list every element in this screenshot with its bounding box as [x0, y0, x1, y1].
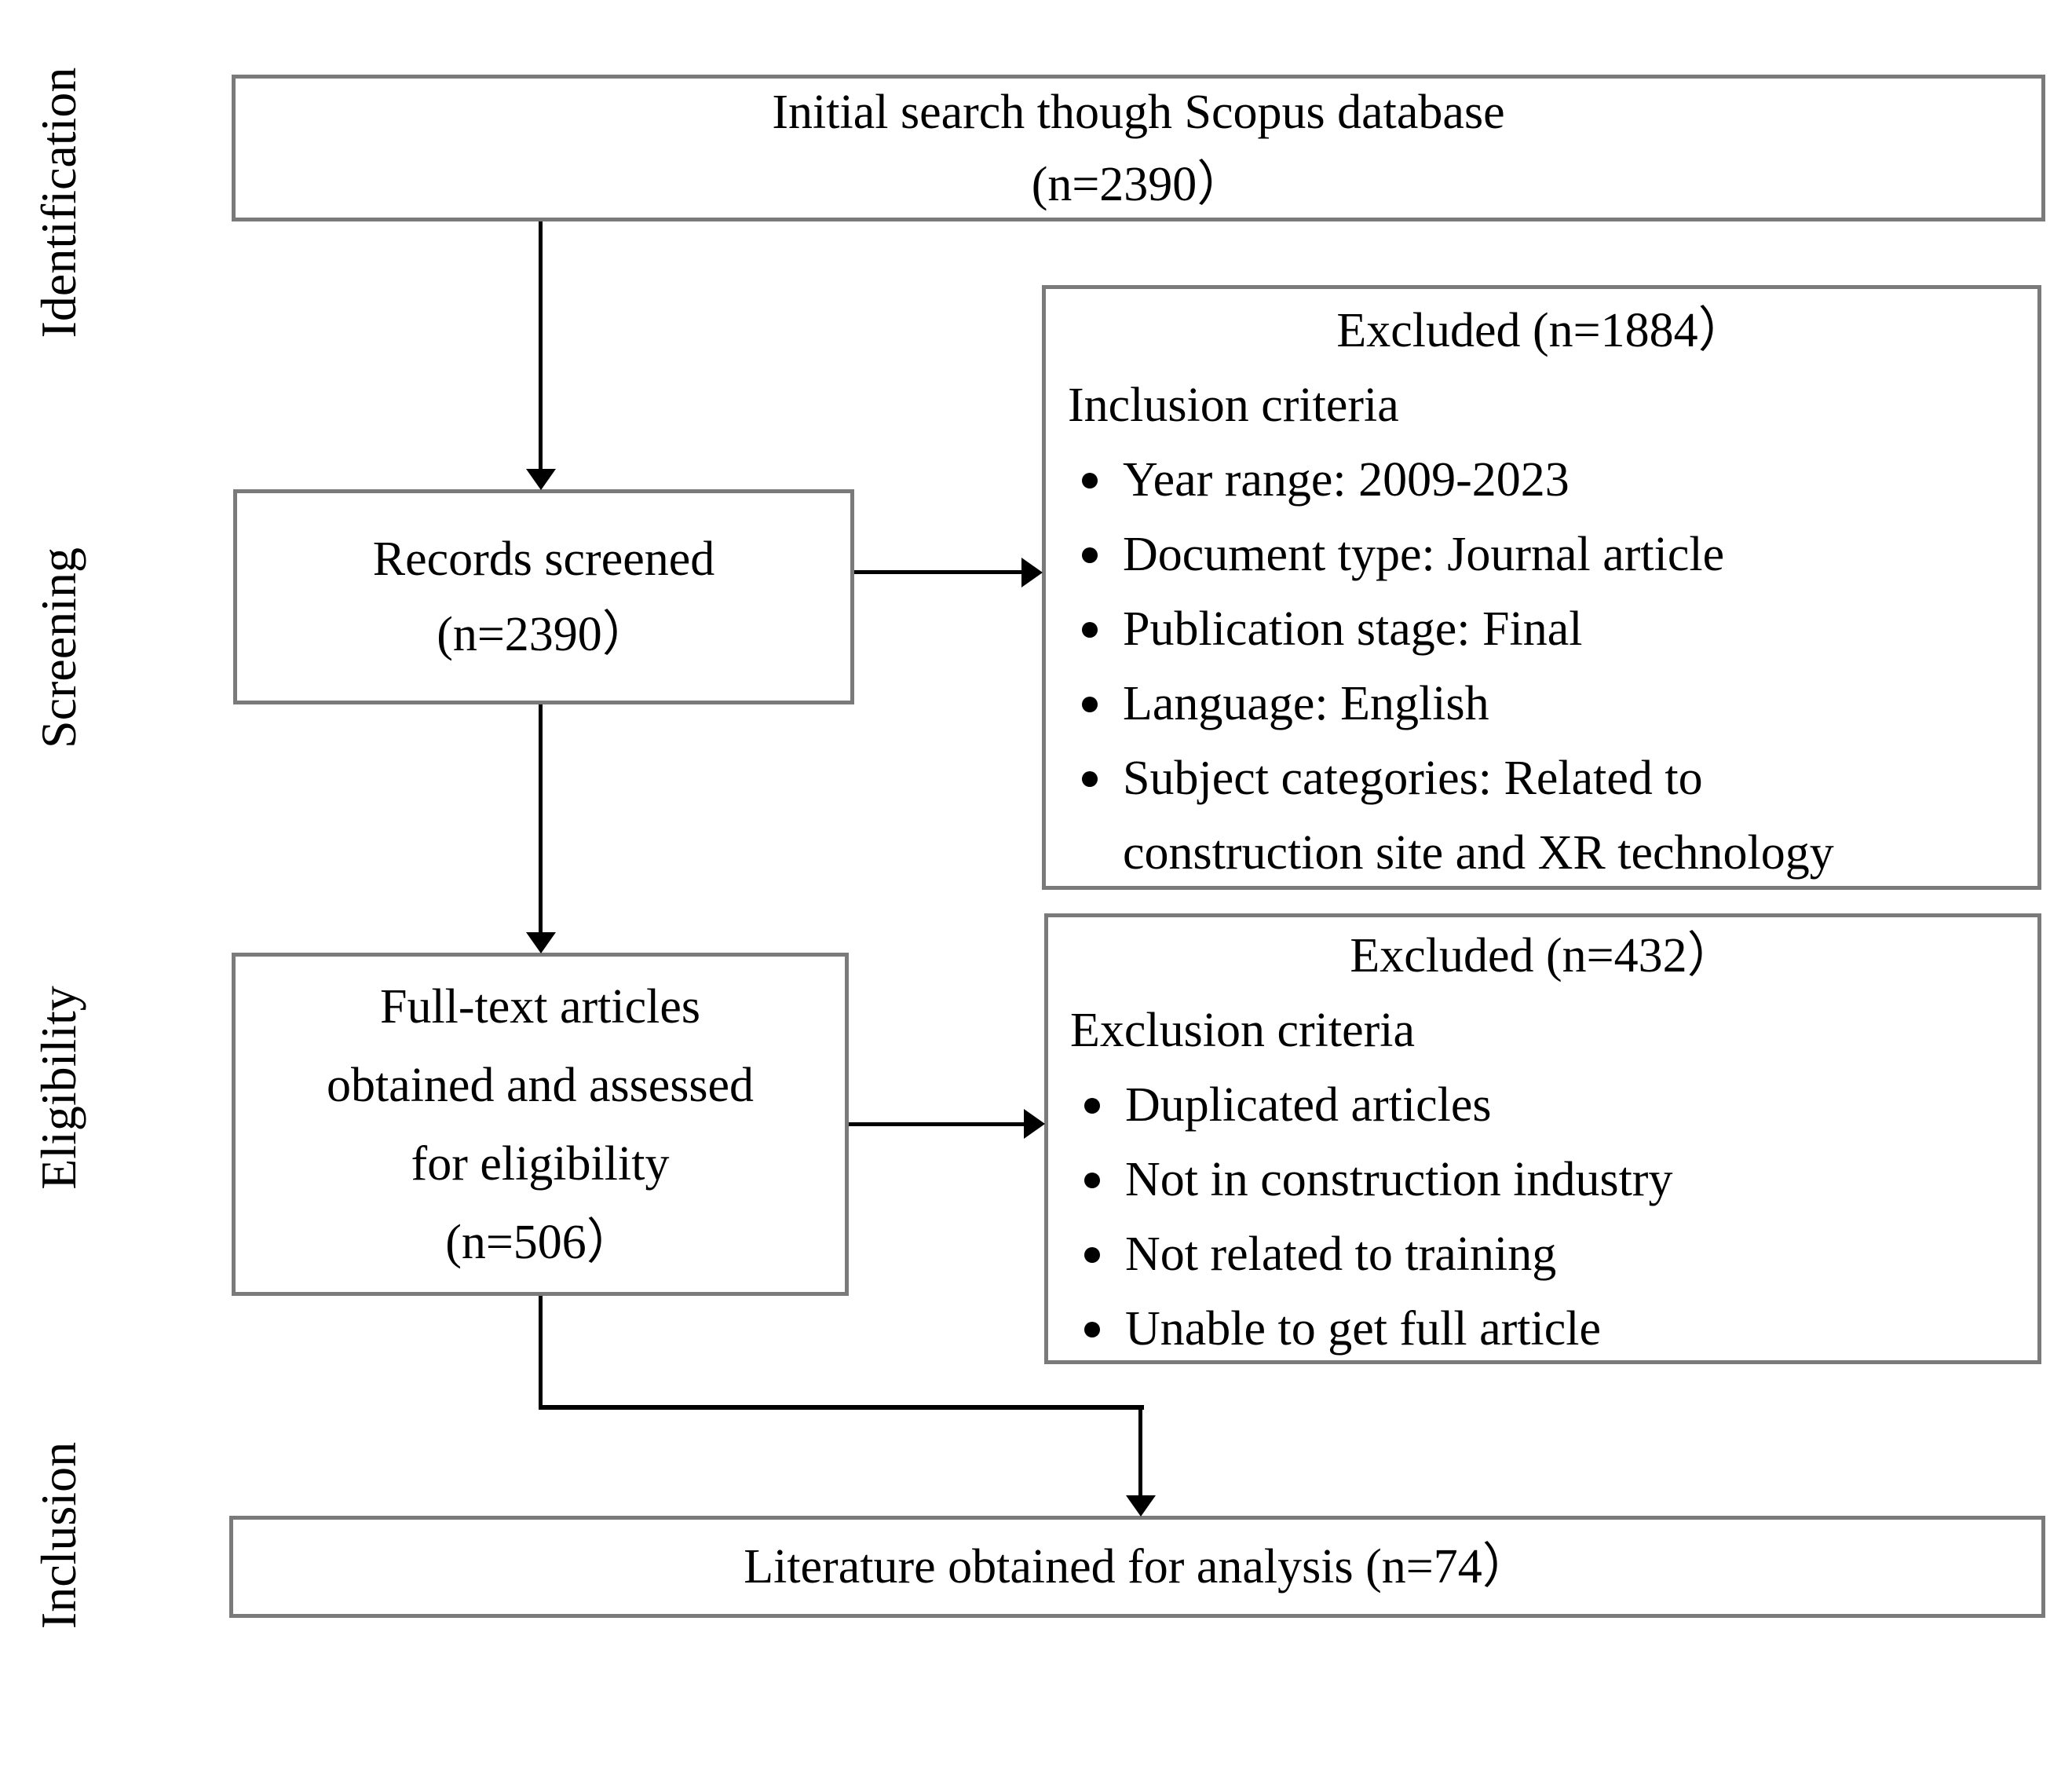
- initial-search-line1: Initial search though Scopus database: [772, 85, 1505, 139]
- records-screened-line1: Records screened: [372, 532, 715, 586]
- inclusion-criteria-item: Year range: 2009-2023: [1046, 443, 2037, 518]
- bullet-icon: [1048, 1068, 1125, 1114]
- criteria-text: Year range: 2009-2023: [1123, 453, 1570, 507]
- bullet-icon: [1048, 1143, 1125, 1188]
- fulltext-line3: for eligibility: [411, 1136, 670, 1191]
- inclusion-criteria-heading: Inclusion criteria: [1068, 379, 1399, 432]
- bullet-icon: [1046, 741, 1123, 787]
- criteria-text: Subject categories: Related to construct…: [1123, 752, 1834, 880]
- connector-fulltext-to-final-segment3: [1138, 1405, 1142, 1498]
- connector-fulltext-to-final-segment1: [539, 1296, 543, 1410]
- stage-label-inclusion: Inclusion: [31, 1441, 86, 1630]
- exclusion-criteria-item: Not related to training: [1048, 1217, 2037, 1292]
- criteria-text: Duplicated articles: [1125, 1078, 1492, 1132]
- arrow-fulltext-to-excluded-line: [849, 1122, 1026, 1126]
- criteria-text: Not in construction industry: [1125, 1153, 1673, 1206]
- stage-label-identification: Identification: [31, 67, 86, 338]
- fulltext-count: (n=506）: [445, 1215, 635, 1269]
- inclusion-criteria-item: Publication stage: Final: [1046, 592, 2037, 667]
- exclusion-criteria-item: Duplicated articles: [1048, 1068, 2037, 1143]
- exclusion-criteria-item: Unable to get full article: [1048, 1292, 2037, 1367]
- arrow-screened-to-fulltext-head: [526, 932, 556, 953]
- box-excluded-eligibility: Excluded (n=432） Exclusion criteria Dupl…: [1044, 913, 2041, 1364]
- arrow-screened-to-excluded-head: [1021, 558, 1043, 587]
- initial-search-count: (n=2390）: [1031, 157, 1246, 211]
- bullet-icon: [1048, 1292, 1125, 1337]
- arrow-screened-to-fulltext-line: [539, 704, 543, 935]
- bullet-icon: [1046, 518, 1123, 563]
- records-screened-count: (n=2390）: [437, 608, 651, 661]
- final-analysis-line: Literature obtained for analysis (n=74）: [744, 1539, 1531, 1594]
- bullet-icon: [1046, 592, 1123, 638]
- excluded-eligibility-title: Excluded (n=432）: [1350, 929, 1736, 982]
- criteria-text: Document type: Journal article: [1123, 528, 1725, 581]
- criteria-text: Language: English: [1123, 677, 1489, 730]
- excluded-screening-title: Excluded (n=1884）: [1336, 304, 1747, 357]
- bullet-icon: [1046, 667, 1123, 712]
- fulltext-line2: obtained and assessed: [326, 1058, 755, 1112]
- criteria-text: Publication stage: Final: [1123, 602, 1583, 656]
- box-records-screened: Records screened (n=2390）: [233, 489, 854, 704]
- arrow-initial-to-screened-head: [526, 469, 556, 490]
- inclusion-criteria-item: Subject categories: Related to construct…: [1046, 741, 2037, 891]
- box-fulltext-assessed: Full-text articles obtained and assessed…: [232, 953, 849, 1296]
- stage-label-screening: Screening: [31, 547, 86, 748]
- fulltext-line1: Full-text articles: [379, 979, 701, 1034]
- bullet-icon: [1046, 443, 1123, 488]
- arrow-initial-to-screened-line: [539, 221, 543, 471]
- connector-fulltext-to-final-segment2: [539, 1405, 1144, 1410]
- exclusion-criteria-heading: Exclusion criteria: [1070, 1004, 1415, 1057]
- arrow-fulltext-to-excluded-head: [1024, 1109, 1045, 1139]
- inclusion-criteria-item: Language: English: [1046, 667, 2037, 741]
- box-excluded-screening: Excluded (n=1884） Inclusion criteria Yea…: [1042, 285, 2041, 890]
- stage-label-eligibility: Eligibility: [31, 986, 86, 1190]
- criteria-text: Unable to get full article: [1125, 1302, 1601, 1356]
- inclusion-criteria-item: Document type: Journal article: [1046, 518, 2037, 592]
- exclusion-criteria-item: Not in construction industry: [1048, 1143, 2037, 1217]
- bullet-icon: [1048, 1217, 1125, 1263]
- prisma-flow-diagram: Identification Screening Eligibility Inc…: [31, 67, 2045, 1630]
- box-initial-search: Initial search though Scopus database (n…: [232, 75, 2045, 221]
- arrow-into-final-head: [1126, 1495, 1156, 1517]
- box-final-analysis: Literature obtained for analysis (n=74）: [229, 1516, 2045, 1618]
- criteria-text: Not related to training: [1125, 1228, 1557, 1281]
- arrow-screened-to-excluded-line: [854, 570, 1024, 574]
